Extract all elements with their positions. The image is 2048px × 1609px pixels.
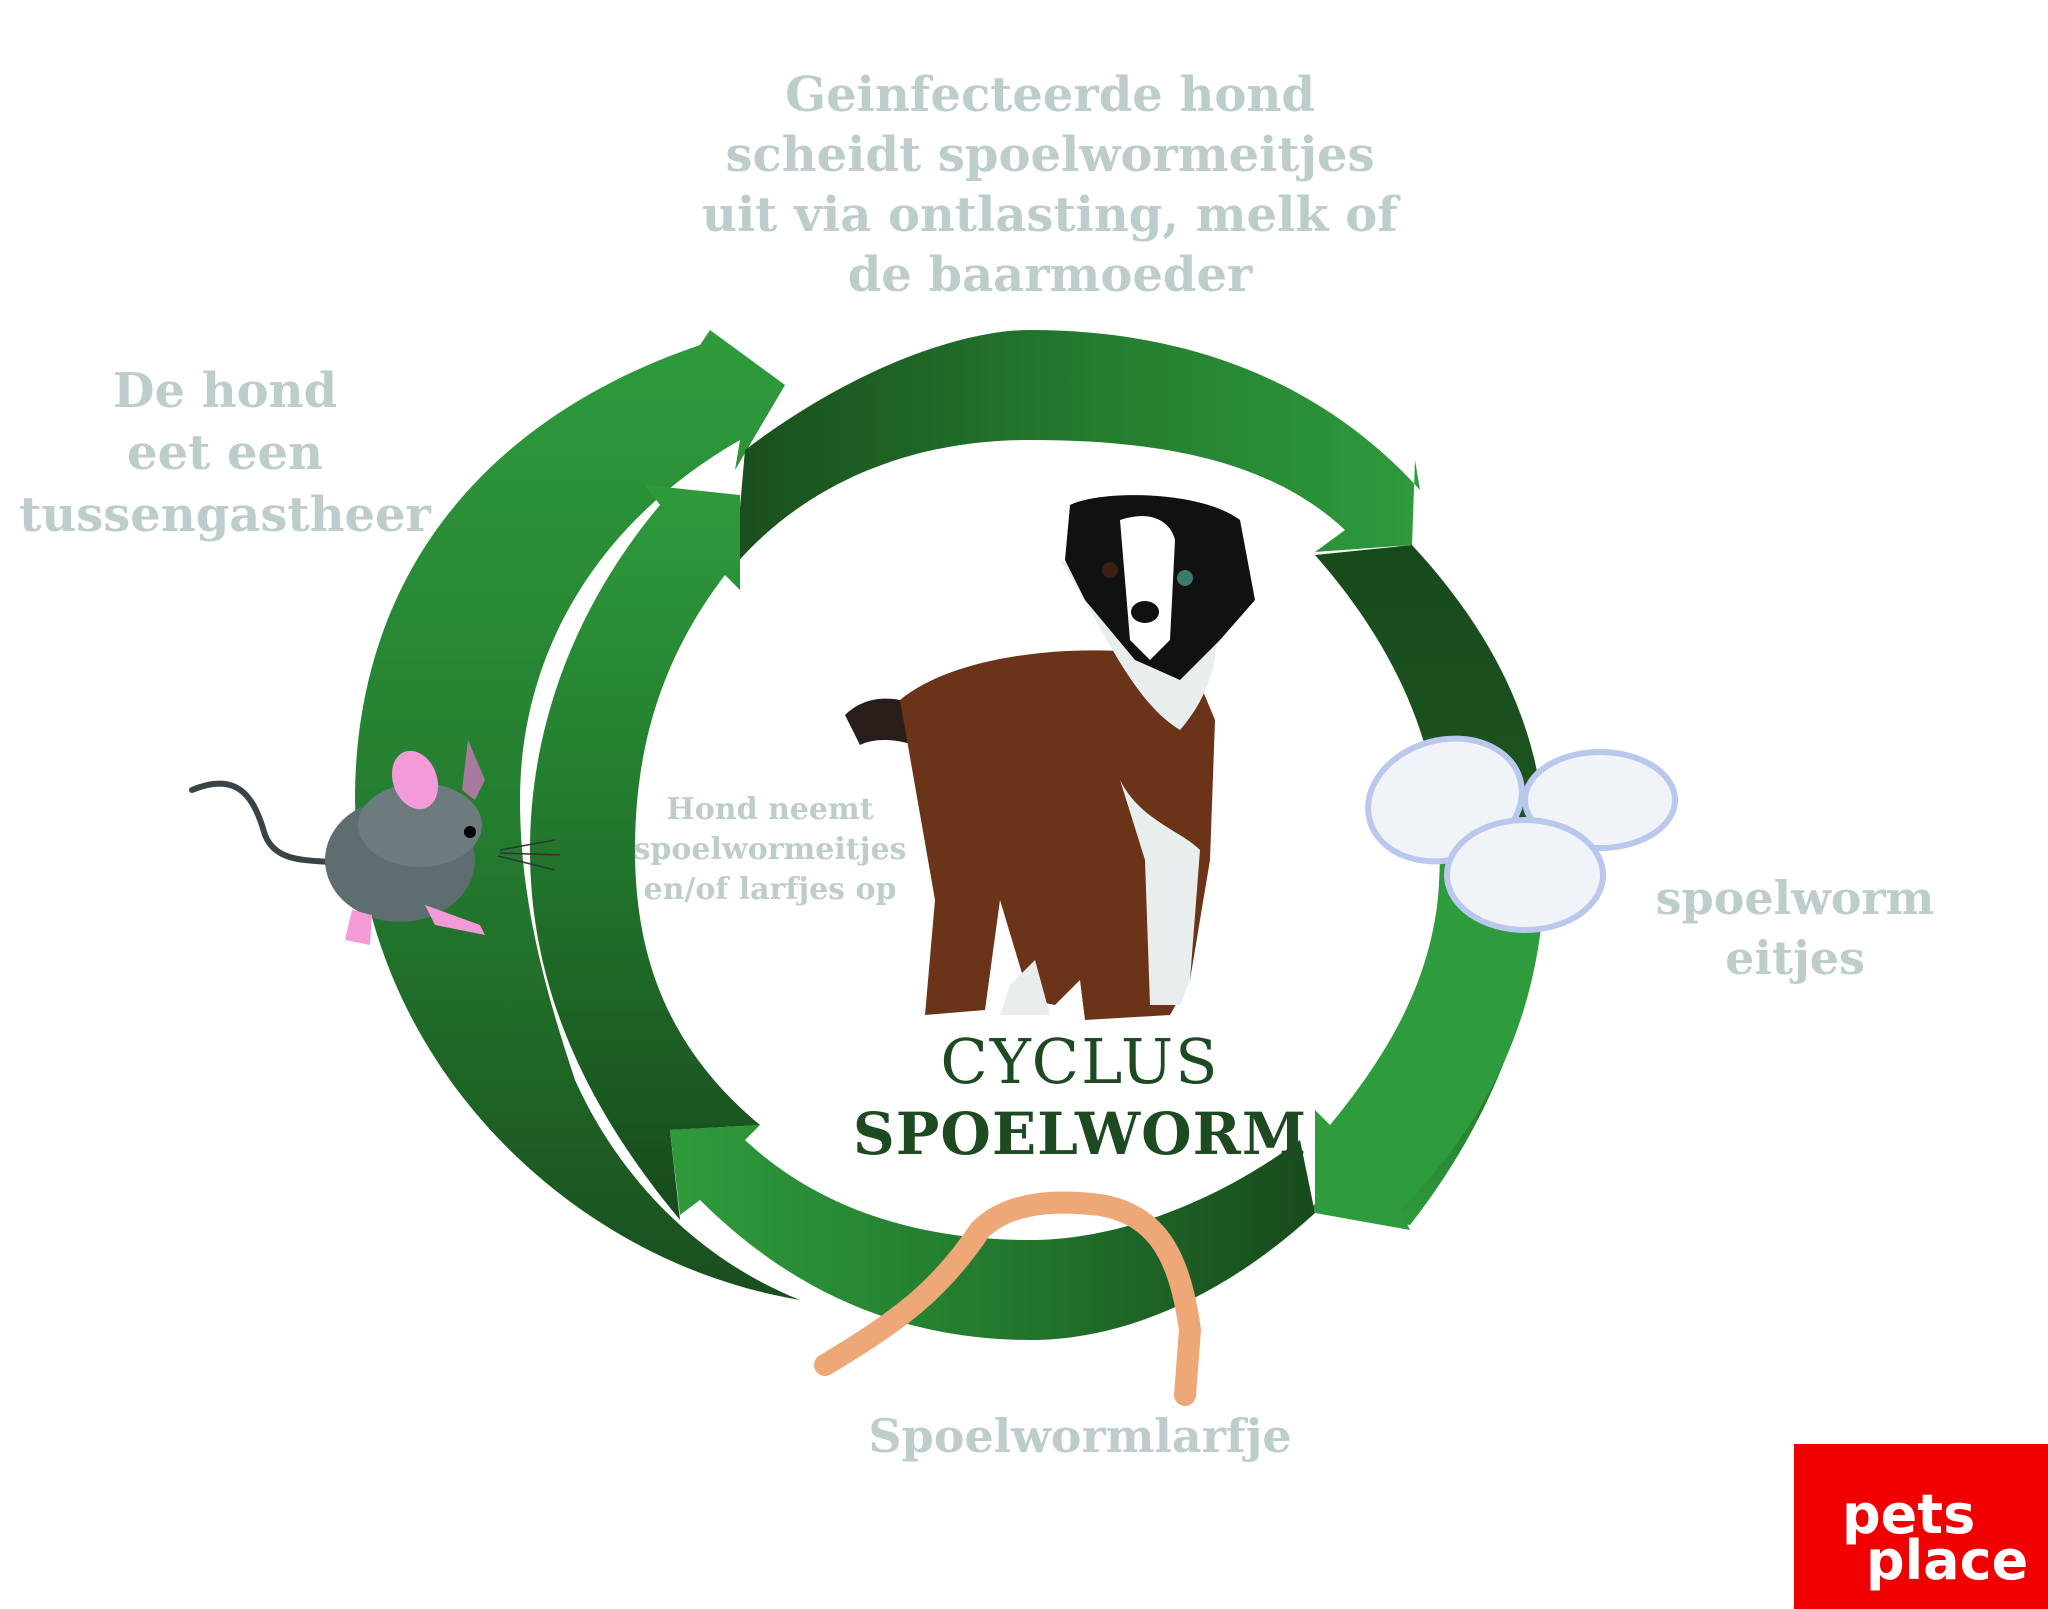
worm-illustration xyxy=(814,1191,1202,1406)
stage-label-left-line: tussengastheer xyxy=(19,487,431,543)
stage-label-left: De hond eet een tussengastheer xyxy=(10,360,440,546)
mouse-illustration xyxy=(189,740,561,945)
eggs-illustration xyxy=(1365,735,1678,933)
stage-label-left-line: eet een xyxy=(127,425,323,481)
logo-line2: place xyxy=(1866,1529,2029,1592)
dog-illustration xyxy=(845,495,1255,1020)
stage-label-bottom: Spoelwormlarfje xyxy=(868,1409,1292,1463)
stage-label-top-line: de baarmoeder xyxy=(847,247,1253,303)
stage-label-right-line: spoelworm xyxy=(1655,871,1935,925)
stage-label-top-line: Geinfecteerde hond xyxy=(785,67,1315,123)
stage-label-right-line: eitjes xyxy=(1725,931,1865,985)
diagram-title-line2: SPOELWORM xyxy=(852,1100,1308,1168)
logo-line1: pets xyxy=(1842,1483,1976,1546)
stage-label-inner-line: spoelwormeitjes xyxy=(633,832,907,867)
outer-arrow xyxy=(355,330,800,1300)
diagram-title-line1: CYCLUS xyxy=(940,1025,1220,1098)
stage-label-left-line: De hond xyxy=(112,363,338,419)
stage-label-inner-line: Hond neemt xyxy=(666,792,874,827)
stage-label-inner: Hond neemt spoelwormeitjes en/of larfjes… xyxy=(615,790,925,910)
stage-label-right: spoelworm eitjes xyxy=(1630,868,1960,988)
stage-label-top-line: uit via ontlasting, melk of xyxy=(702,187,1398,243)
stage-label-top-line: scheidt spoelwormeitjes xyxy=(725,127,1375,183)
stage-label-top: Geinfecteerde hond scheidt spoelwormeitj… xyxy=(700,65,1400,305)
main-ring xyxy=(530,330,1545,1340)
pets-place-logo: pets place xyxy=(1794,1444,2048,1609)
stage-label-inner-line: en/of larfjes op xyxy=(643,872,897,907)
